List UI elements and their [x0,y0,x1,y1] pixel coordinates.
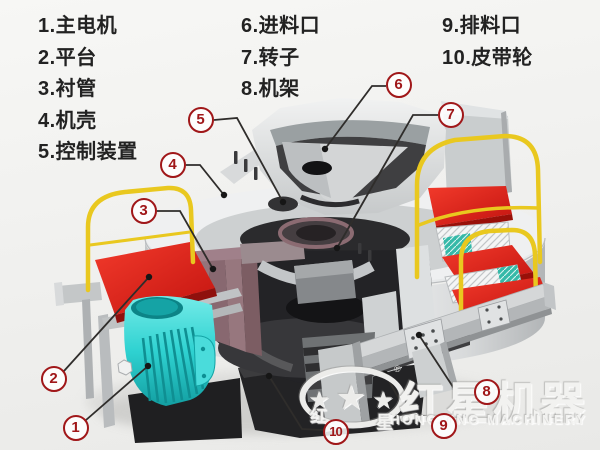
legend-item: 6.进料口 [241,15,321,37]
svg-text:★: ★ [336,378,366,418]
watermark-small-cn-2: 星 [376,413,393,432]
legend-item: 2.平台 [38,46,97,69]
legend-item: 3.衬管 [38,78,97,100]
cut-face-right [396,245,436,343]
legend-item: 10.皮带轮 [442,46,533,69]
rotor [278,217,354,249]
callout-6: 6 [385,71,412,98]
legend-item: 1.主电机 [38,15,118,37]
svg-text:★: ★ [337,379,367,419]
feed-chute-support [441,101,512,200]
legend-item: 8.机架 [241,78,300,100]
callout-5: 5 [187,106,214,133]
watermark-small-cn-1: 红 [310,407,327,426]
callout-7: 7 [437,101,464,128]
svg-text:★: ★ [335,377,365,417]
watermark-registered: ® [394,364,401,374]
callout-1: 1 [62,414,89,441]
callout-9: 9 [430,412,457,439]
feed-arm [240,240,305,264]
legend-item: 9.排料口 [442,15,522,37]
stairs-right [428,186,549,323]
callout-8: 8 [473,378,500,405]
legend-column-3: 9.排料口 10.皮带轮 [442,11,533,74]
legend-item: 4.机壳 [38,109,97,132]
bearing-assembly [286,260,366,323]
watermark-brand-en: HONGXING MACHINERY [390,412,588,427]
legend-column-1: 1.主电机 2.平台 3.衬管 4.机壳 5.控制装置 [38,11,138,169]
callout-3: 3 [130,197,157,224]
legend-item: 5.控制装置 [38,141,138,163]
legend-item: 7.转子 [241,46,300,69]
callout-2: 2 [40,365,67,392]
callout-10: 10 [322,418,349,445]
legend-column-2: 6.进料口 7.转子 8.机架 [241,11,320,106]
feed-hole [302,161,332,175]
callout-4: 4 [159,151,186,178]
